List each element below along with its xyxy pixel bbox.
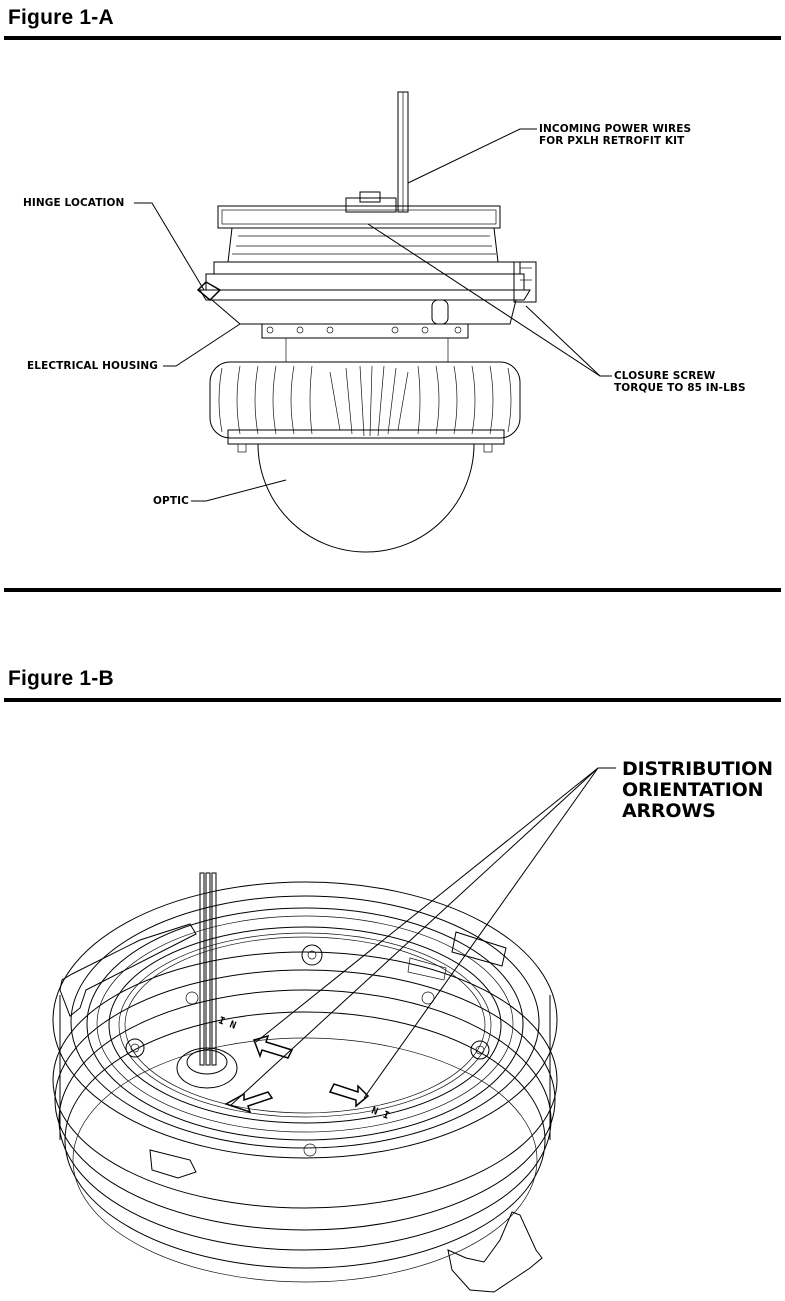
label-electrical-housing: ELECTRICAL HOUSING: [27, 360, 158, 372]
gasket-ring: [52, 881, 558, 1159]
orientation-arrows: [224, 1034, 370, 1114]
label-distribution-line2: ORIENTATION: [622, 779, 764, 801]
electrical-housing: [210, 299, 517, 362]
left-bracket: [59, 923, 197, 1017]
label-closure-screw-line2: TORQUE TO 85 IN-LBS: [614, 382, 746, 394]
mounting-plate: [108, 926, 502, 1124]
figure-1a-title: Figure 1-A: [8, 6, 114, 29]
label-closure-screw: CLOSURE SCREW TORQUE TO 85 IN-LBS: [614, 370, 746, 394]
label-distribution-line1: DISTRIBUTION: [622, 758, 773, 780]
hinge-tab: [447, 1211, 543, 1293]
heat-sink: [209, 361, 521, 453]
plate-bosses: [125, 944, 490, 1157]
wire-connector: [176, 872, 238, 1089]
figure-1a-bottom-rule: [4, 588, 781, 592]
side-connector: [407, 931, 507, 981]
hinge: [196, 281, 222, 302]
optic-dome: [257, 443, 475, 553]
power-wires: [397, 91, 409, 213]
label-closure-screw-line1: CLOSURE SCREW: [614, 370, 716, 382]
label-incoming-power-wires-line2: FOR PXLH RETROFIT KIT: [539, 135, 685, 147]
label-incoming-power-wires-line1: INCOMING POWER WIRES: [539, 123, 692, 135]
outer-housing: [52, 951, 558, 1283]
housing-body: [199, 227, 537, 303]
figure-1b-title: Figure 1-B: [8, 667, 114, 690]
label-hinge-location: HINGE LOCATION: [23, 197, 125, 209]
figure-1a-top-rule: [4, 36, 781, 40]
figure-1b-leaders: [229, 767, 616, 1107]
label-optic: OPTIC: [153, 495, 189, 507]
label-incoming-power-wires: INCOMING POWER WIRES FOR PXLH RETROFIT K…: [539, 123, 691, 147]
figure-1b-top-rule: [4, 698, 781, 702]
label-distribution-orientation-arrows: DISTRIBUTION ORIENTATION ARROWS: [622, 759, 773, 822]
left-clamp: [149, 1149, 197, 1179]
figure-1a-leaders: [134, 128, 612, 502]
figure-1a-drawing: [134, 91, 612, 553]
label-distribution-line3: ARROWS: [622, 800, 716, 822]
